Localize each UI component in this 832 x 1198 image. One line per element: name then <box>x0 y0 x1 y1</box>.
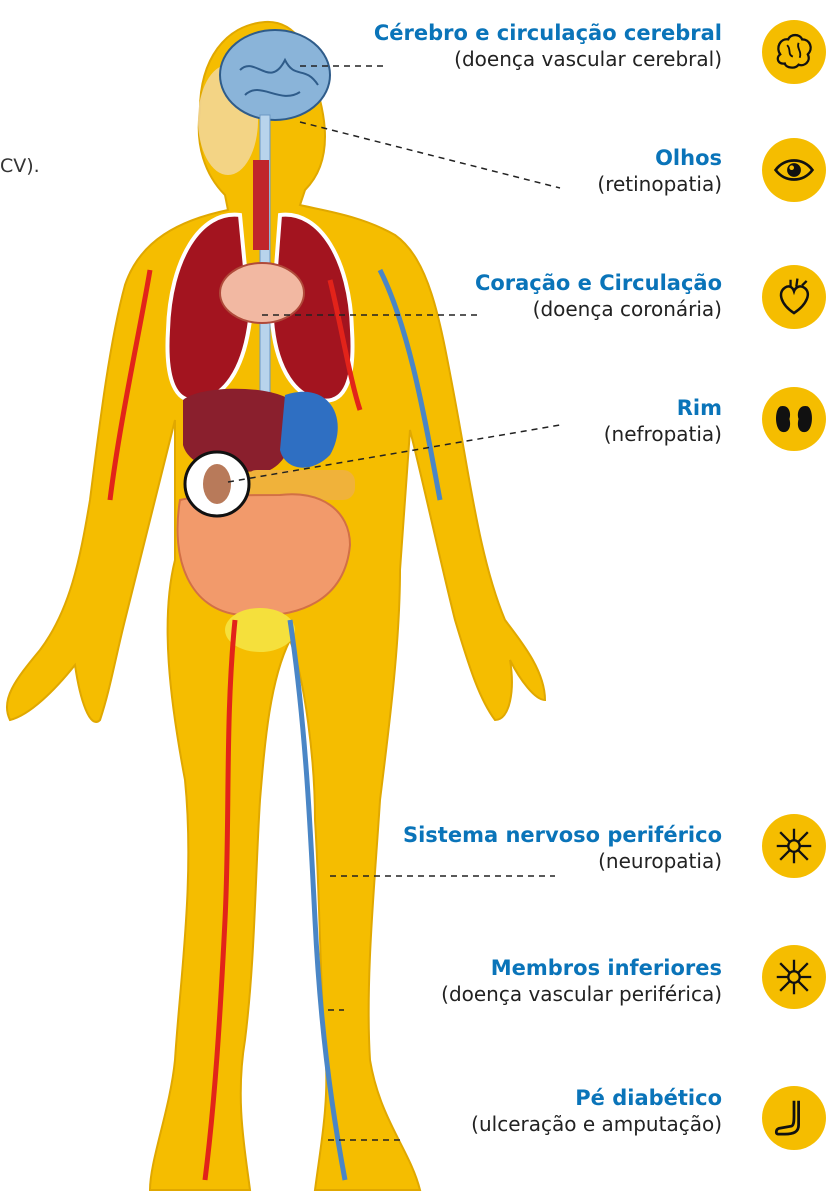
nerve-cell-icon <box>762 945 826 1009</box>
label-brain: Cérebro e circulação cerebral (doença va… <box>374 20 722 73</box>
nerve-cell-icon <box>762 814 826 878</box>
label-lower-limbs: Membros inferiores (doença vascular peri… <box>441 955 722 1008</box>
label-heart: Coração e Circulação (doença coronária) <box>475 270 722 323</box>
label-subtitle: (retinopatia) <box>597 171 722 198</box>
label-eyes: Olhos (retinopatia) <box>597 145 722 198</box>
trachea <box>253 160 269 250</box>
label-subtitle: (doença coronária) <box>475 296 722 323</box>
heart-icon <box>762 265 826 329</box>
brain-organ <box>220 30 330 120</box>
kidney-detail <box>203 464 231 504</box>
kidney-icon <box>762 387 826 451</box>
label-subtitle: (nefropatia) <box>604 421 722 448</box>
foot-icon <box>762 1086 826 1150</box>
label-subtitle: (doença vascular cerebral) <box>374 46 722 73</box>
label-subtitle: (ulceração e amputação) <box>471 1111 722 1138</box>
label-subtitle: (neuropatia) <box>403 848 722 875</box>
label-diabetic-foot: Pé diabético (ulceração e amputação) <box>471 1085 722 1138</box>
brain-icon <box>762 20 826 84</box>
label-title: Cérebro e circulação cerebral <box>374 20 722 46</box>
label-subtitle: (doença vascular periférica) <box>441 981 722 1008</box>
label-title: Sistema nervoso periférico <box>403 822 722 848</box>
label-kidney: Rim (nefropatia) <box>604 395 722 448</box>
eye-icon <box>762 138 826 202</box>
heart-organ <box>220 263 304 323</box>
truncated-side-text: CV). <box>0 155 40 177</box>
label-title: Olhos <box>597 145 722 171</box>
label-title: Pé diabético <box>471 1085 722 1111</box>
label-title: Membros inferiores <box>441 955 722 981</box>
label-peripheral-nerve: Sistema nervoso periférico (neuropatia) <box>403 822 722 875</box>
label-title: Rim <box>604 395 722 421</box>
label-title: Coração e Circulação <box>475 270 722 296</box>
